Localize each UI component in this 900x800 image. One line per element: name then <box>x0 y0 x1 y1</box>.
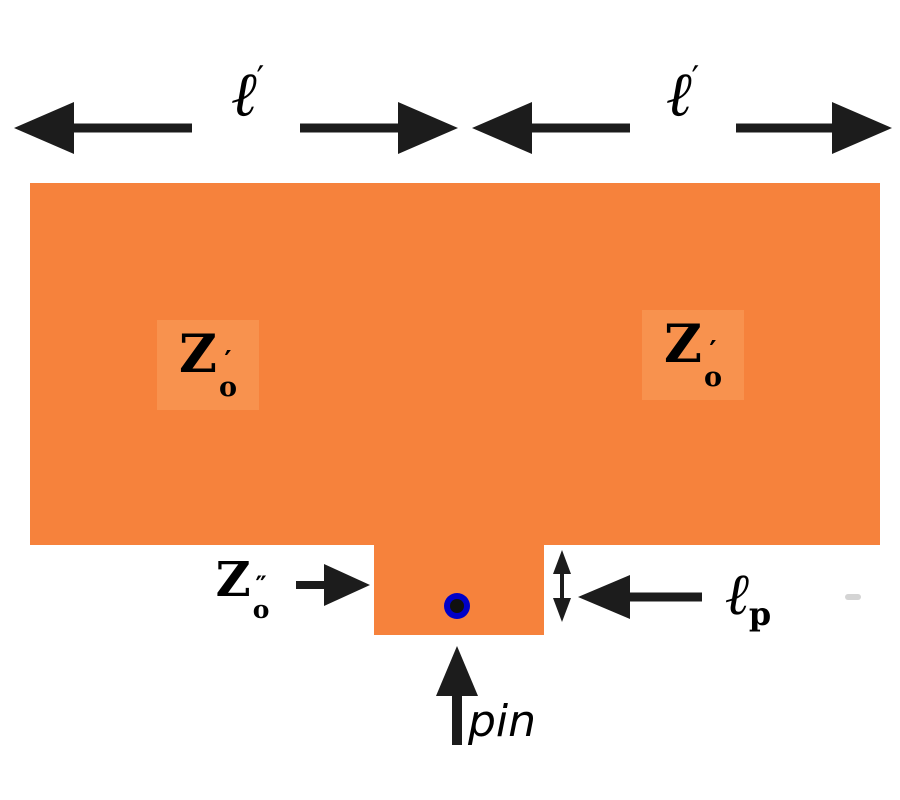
stub-impedance-arrow-icon <box>296 564 370 606</box>
impedance-right-prime: ′ <box>709 336 717 368</box>
pin-length-label: ℓp <box>700 556 796 640</box>
length-right-base: ℓ <box>665 57 692 131</box>
length-right-label: ℓ′ <box>630 52 735 136</box>
pin-text-label: pin <box>468 696 537 747</box>
pin-length-sub: p <box>748 595 772 634</box>
feed-stub <box>374 543 544 635</box>
impedance-right-label: Z′o <box>642 310 744 400</box>
impedance-stub-label: Z″o <box>185 553 300 625</box>
length-left-prime: ′ <box>256 59 265 100</box>
impedance-stub-doubleprime: ″ <box>255 571 267 601</box>
length-left-base: ℓ <box>230 57 257 131</box>
impedance-left-label: Z′o <box>157 320 259 410</box>
impedance-right-base: Z <box>664 314 702 376</box>
impedance-right-sub: o <box>703 361 722 393</box>
pin-core-icon <box>450 599 464 613</box>
impedance-left-base: Z <box>179 324 217 386</box>
impedance-stub-base: Z <box>215 552 251 609</box>
scan-artifact-mark <box>845 594 861 600</box>
notch-depth-arrow-icon <box>553 550 571 622</box>
length-left-label: ℓ′ <box>195 52 300 136</box>
impedance-left-prime: ′ <box>224 346 232 378</box>
impedance-stub-sub: o <box>252 595 270 624</box>
impedance-left-sub: o <box>218 371 237 403</box>
length-right-prime: ′ <box>691 59 700 100</box>
pin-ring-icon <box>444 593 470 619</box>
pin-length-base: ℓ <box>724 559 749 628</box>
pin-length-arrow-icon <box>578 575 702 619</box>
